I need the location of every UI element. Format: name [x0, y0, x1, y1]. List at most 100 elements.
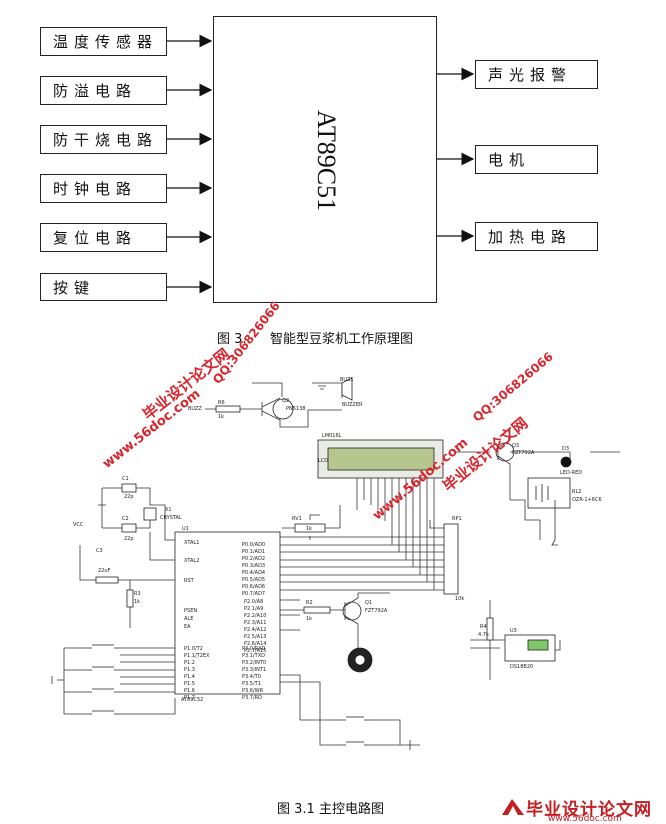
label-d3: D3 [562, 446, 569, 452]
label-buz1: BUZ1 [340, 377, 354, 383]
pin-p2-2: P2.2/A10 [244, 613, 266, 619]
key-button-5 [340, 716, 370, 721]
pin-p3-4: P3.4/T0 [242, 674, 261, 680]
pin-p1-5: P1.5 [184, 681, 195, 687]
pin-p1-2: P1.2 [184, 660, 195, 666]
label-c3-val: 22uF [98, 568, 111, 574]
pin-p0-4: P0.4/AD4 [242, 570, 265, 576]
label-c3: C3 [96, 548, 103, 554]
label-r4-val: 4.7k [478, 632, 489, 638]
pin-p0-2: P0.2/AD2 [242, 556, 265, 562]
pin-p3-7: P3.7/RD [242, 695, 262, 701]
label-u3: U3 [510, 628, 517, 634]
x1-crystal [143, 507, 157, 521]
c2-capacitor [121, 523, 137, 533]
label-c1-val: 22p [124, 494, 134, 500]
pin-p2-6: P2.6/A14 [244, 641, 266, 647]
label-q1: Q1 [365, 600, 372, 606]
label-c2: C2 [122, 516, 129, 522]
pin-p3-1: P3.1/TXD [242, 653, 265, 659]
pin-p2-5: P2.5/A13 [244, 634, 266, 640]
block-dry-burn-circuit: 防干烧电路 [40, 125, 167, 154]
block-clock-circuit: 时钟电路 [40, 174, 167, 203]
block-motor: 电机 [475, 145, 598, 174]
buzzer-symbol [341, 377, 353, 401]
u1-mcu-chip [174, 531, 281, 695]
block-overflow-circuit: 防溢电路 [40, 76, 167, 105]
label-c1: C1 [122, 476, 129, 482]
c1-capacitor [121, 483, 137, 493]
label-x1: X1 [165, 507, 172, 513]
site-logo: 毕业设计论文网 www.56doc.com [500, 795, 652, 824]
label-r6: R6 [218, 400, 225, 406]
figure-caption-prefix: 图 3. [217, 332, 247, 347]
pin-p1-7: P1.7 [184, 695, 195, 701]
pin-ale: ALE [184, 616, 193, 622]
key-button-6 [340, 741, 370, 746]
label-lcd-type: LM016L [322, 433, 342, 439]
figure-caption-schematic: 图 3.1 主控电路图 [277, 802, 384, 817]
pin-p2-4: P2.4/A12 [244, 627, 266, 633]
port3-pins: P3.0/RXD P3.1/TXD P3.2/INT0 P3.3/INT1 P3… [242, 646, 266, 701]
pin-p3-2: P3.2/INT0 [242, 660, 266, 666]
pin-p3-6: P3.6/WR [242, 688, 264, 694]
label-x1-type: CRYSTAL [160, 515, 182, 521]
key-button-3 [86, 688, 120, 693]
q3-transistor [495, 442, 515, 462]
label-q3: Q3 [512, 443, 519, 449]
lcd-screen [327, 447, 435, 471]
pin-p3-0: P3.0/RXD [242, 646, 266, 652]
pin-p2-7: P2.7/A15 [244, 648, 266, 654]
label-r3: R3 [134, 591, 141, 597]
block-keys: 按键 [40, 273, 167, 301]
pin-p1-6: P1.6 [184, 688, 195, 694]
port0-pins: P0.0/AD0 P0.1/AD1 P0.2/AD2 P0.3/AD3 P0.4… [242, 542, 265, 597]
pin-p1-3: P1.3 [184, 667, 195, 673]
label-q3-type: FZT792A [512, 450, 535, 456]
logo-mark-icon [502, 798, 524, 815]
logo-text-cn: 毕业设计论文网 [526, 800, 652, 820]
pin-p1-1: P1.1/T2EX [184, 653, 210, 659]
label-r4: R4 [480, 624, 487, 630]
block-mcu [213, 16, 437, 303]
pin-p0-1: P0.1/AD1 [242, 549, 265, 555]
pin-p1-0: P1.0/T2 [184, 646, 203, 652]
pin-p2-3: P2.3/A11 [244, 620, 266, 626]
label-rv1: RV1 [292, 516, 302, 522]
d3-led [560, 456, 572, 468]
pin-p3-3: P3.3/INT1 [242, 667, 266, 673]
key-button-1 [86, 644, 120, 649]
q2-transistor [272, 398, 294, 420]
label-q2: Q2 [282, 398, 289, 404]
label-r2-val: 1k [306, 616, 312, 622]
label-rl2-type: OZR-1+6C6 [572, 497, 602, 503]
block-heater: 加热电路 [475, 222, 598, 251]
r3-resistor [126, 589, 134, 608]
r2-resistor [303, 606, 331, 614]
pin-p0-0: P0.0/AD0 [242, 542, 265, 548]
q1-transistor [342, 601, 362, 621]
rl2-relay [527, 477, 571, 509]
c3-capacitor [95, 576, 119, 584]
label-u3-type: DS18B20 [510, 664, 533, 670]
figure-caption-block: 智能型豆浆机工作原理图 [270, 332, 414, 347]
label-rp1-val: 10k [455, 596, 464, 602]
label-rv1-val: 1k [306, 526, 312, 532]
pin-p3-5: P3.5/T1 [242, 681, 261, 687]
pin-p0-7: P0.7/AD7 [242, 591, 265, 597]
label-u1-type: AT89C52 [181, 697, 203, 703]
pin-p2-0: P2.0/A8 [244, 599, 263, 605]
port2-pins: P2.0/A8 P2.1/A9 P2.2/A10 P2.3/A11 P2.4/A… [244, 599, 266, 654]
pin-p0-3: P0.3/AD3 [242, 563, 265, 569]
label-buzz-net: BUZZ [188, 406, 202, 412]
block-reset-circuit: 复位电路 [40, 223, 167, 252]
pin-p0-5: P0.5/AD5 [242, 577, 265, 583]
rp1-resistor-pack [443, 523, 459, 595]
pin-p1-4: P1.4 [184, 674, 195, 680]
label-r2: R2 [306, 600, 313, 606]
pin-ea: EA [184, 624, 191, 630]
block-temp-sensor: 温度传感器 [40, 27, 167, 56]
pin-xtal2: XTAL2 [184, 558, 199, 564]
pin-xtal1: XTAL1 [184, 540, 199, 546]
label-vcc: VCC [73, 522, 84, 528]
